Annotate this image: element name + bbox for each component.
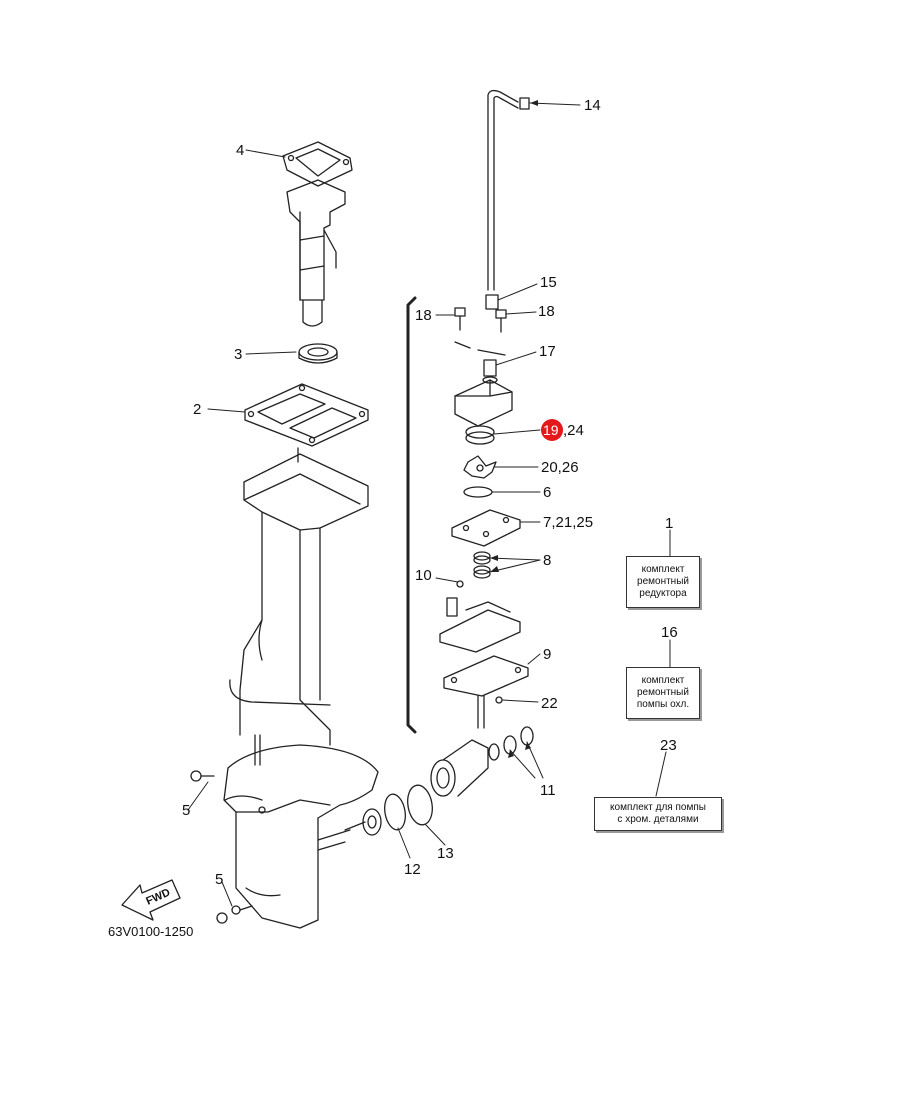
diagram-code: 63V0100-1250 [108, 924, 194, 939]
kit-pump-label: комплект ремонтный помпы охл. [636, 675, 690, 710]
drive-shaft [477, 695, 485, 729]
callout-18-right: 18 [538, 303, 555, 320]
leader-10 [435, 577, 459, 583]
part-20-impeller [463, 455, 497, 479]
callout-3: 3 [234, 346, 242, 363]
part-19-cartridge [465, 425, 495, 445]
callout-1: 1 [665, 515, 674, 532]
callout-10: 10 [415, 567, 432, 584]
part-10-pin [456, 580, 464, 588]
part-18-bolt-right [495, 309, 507, 333]
pump-group-bracket [406, 296, 417, 734]
callout-9: 9 [543, 646, 551, 663]
kit-box-pump: комплект ремонтный помпы охл. [626, 667, 700, 719]
part-4-plate [282, 141, 353, 187]
leader-18b [505, 311, 537, 315]
callout-5-upper: 5 [182, 802, 190, 819]
callout-17: 17 [539, 343, 556, 360]
part-7-plate [451, 509, 521, 547]
pump-housing [454, 376, 513, 427]
callout-6: 6 [543, 484, 551, 501]
propeller-shaft-housing [430, 739, 489, 797]
leader-15 [497, 283, 538, 301]
kit-chrome-label: комплект для помпы с хром. деталями [610, 802, 706, 825]
callout-2: 2 [193, 401, 201, 418]
part-9-gasket [443, 655, 529, 697]
leader-12 [397, 827, 411, 859]
arrowhead-8b [490, 566, 499, 572]
leader-17 [495, 351, 537, 366]
arrowhead-11b [525, 742, 531, 750]
callout-12: 12 [404, 861, 421, 878]
upper-housing [286, 179, 346, 327]
callout-24: ,24 [563, 422, 584, 439]
part-15-grommet [485, 294, 499, 310]
leader-19 [493, 429, 541, 435]
kit-box-chrome: комплект для помпы с хром. деталями [594, 797, 722, 831]
arrowhead-11a [508, 750, 514, 758]
leader-5b [221, 881, 233, 907]
leader-2 [207, 408, 246, 413]
callout-7-21-25: 7,21,25 [543, 514, 593, 531]
callout-5-lower: 5 [215, 871, 223, 888]
pump-lower-case [439, 597, 521, 653]
kit-box-gear: комплект ремонтный редуктора [626, 556, 700, 608]
callout-20-26: 20,26 [541, 459, 579, 476]
drive-shaft-housing [229, 447, 369, 766]
part-19-highlight [541, 419, 563, 441]
kit-gear-label: комплект ремонтный редуктора [637, 564, 689, 599]
leader-11a [509, 749, 536, 779]
leader-8b [489, 559, 541, 573]
leader-3 [245, 351, 297, 355]
part-22-pin [495, 696, 503, 704]
callout-8: 8 [543, 552, 551, 569]
part-18-bolt-left [454, 307, 466, 331]
leader-8a [489, 557, 541, 561]
leader-14 [529, 102, 581, 106]
leader-13 [424, 823, 446, 846]
callout-22: 22 [541, 695, 558, 712]
callout-14: 14 [584, 97, 601, 114]
callout-4: 4 [236, 142, 244, 159]
leader-9 [527, 653, 541, 665]
callout-23: 23 [660, 737, 677, 754]
part-5-bolt-upper [190, 770, 215, 782]
part-6-oring [463, 486, 493, 498]
callout-16: 16 [661, 624, 678, 641]
part-8-seals [473, 551, 491, 579]
part-17-insert [454, 341, 506, 377]
arrowhead-8a [490, 555, 498, 561]
water-tube [487, 89, 530, 291]
leader-22 [501, 699, 539, 703]
part-3-seal [298, 343, 338, 364]
callout-18-left: 18 [415, 307, 432, 324]
fwd-arrow [121, 879, 181, 921]
callout-19: 19 [543, 422, 559, 438]
arrowhead-14 [530, 100, 538, 106]
part-5-bolt-lower [216, 905, 253, 924]
leader-4 [245, 149, 286, 158]
callout-15: 15 [540, 274, 557, 291]
leader-5a [187, 781, 209, 811]
callout-11: 11 [540, 782, 556, 799]
callout-13: 13 [437, 845, 454, 862]
lower-unit [223, 744, 379, 929]
bearing [344, 808, 382, 836]
part-2-gasket [244, 383, 369, 447]
leader-kit-23 [655, 751, 667, 797]
part-13-oring [407, 784, 433, 826]
part-12-oring [384, 793, 406, 831]
